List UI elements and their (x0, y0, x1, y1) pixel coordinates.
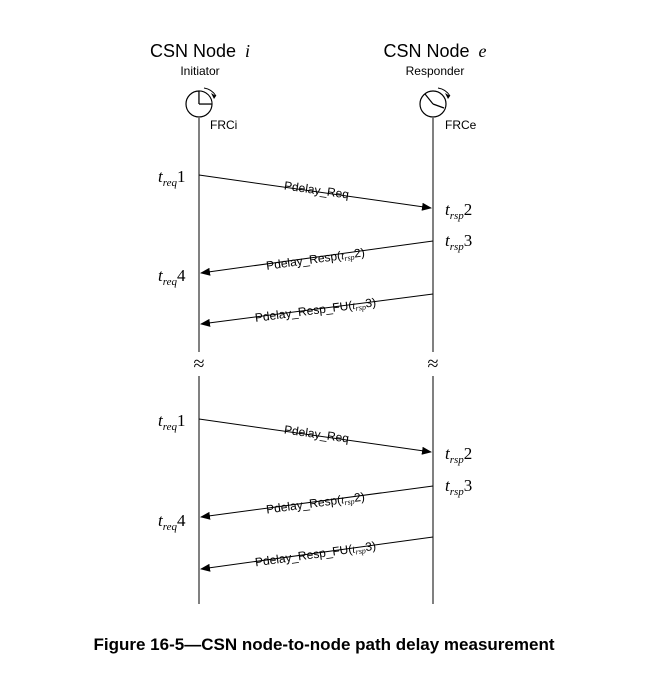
pdelay-req-arrow (198, 174, 432, 211)
pdelay-req-label: Pdelay_Req (283, 423, 350, 446)
left-node-id: i (245, 41, 250, 61)
left-node-header: CSN Node i Initiator (150, 41, 250, 78)
timestamp-treq4: treq4 (158, 266, 186, 288)
right-node-header: CSN Node e Responder (383, 41, 486, 78)
pdelay-resp-fu-label: Pdelay_Resp_FU(trsp3) (254, 539, 377, 571)
timestamp-trsp2: trsp2 (445, 200, 472, 222)
left-node-role: Initiator (180, 64, 219, 78)
svg-text:CSN Node i: CSN Node i (150, 41, 250, 61)
left-clock-icon (185, 87, 217, 118)
timestamp-trsp3: trsp3 (445, 476, 472, 498)
right-clock-icon (419, 87, 451, 118)
pdelay-resp-fu-label: Pdelay_Resp_FU(trsp3) (254, 295, 377, 326)
timestamp-trsp3: trsp3 (445, 231, 472, 253)
right-node-title: CSN Node (383, 41, 469, 61)
pdelay-resp-arrow (200, 485, 434, 520)
left-node-title: CSN Node (150, 41, 236, 61)
figure-caption: Figure 16-5—CSN node-to-node path delay … (93, 635, 555, 654)
exchange-1: treq1 Pdelay_Req trsp2 trsp3 Pdelay_Resp… (158, 167, 472, 327)
pdelay-resp-fu-arrow (200, 293, 434, 327)
pdelay-resp-label: Pdelay_Resp(trsp2) (265, 490, 365, 518)
right-node-id: e (479, 41, 487, 61)
pdelay-resp-label: Pdelay_Resp(trsp2) (265, 245, 365, 274)
exchange-2: treq1 Pdelay_Req trsp2 trsp3 Pdelay_Resp… (158, 411, 472, 572)
right-node-role: Responder (406, 64, 465, 78)
timestamp-treq4: treq4 (158, 511, 186, 533)
pdelay-resp-fu-arrow (200, 536, 434, 572)
pdelay-resp-arrow (200, 240, 434, 276)
right-clock-label: FRCe (445, 118, 477, 132)
left-break-mark: ≈ (194, 353, 205, 375)
right-break-mark: ≈ (428, 353, 439, 375)
pdelay-req-label: Pdelay_Req (283, 179, 350, 202)
svg-text:CSN Node e: CSN Node e (383, 41, 486, 61)
timestamp-treq1: treq1 (158, 411, 186, 433)
pdelay-req-arrow (198, 418, 432, 455)
timestamp-trsp2: trsp2 (445, 444, 472, 466)
left-clock-label: FRCi (210, 118, 237, 132)
timestamp-treq1: treq1 (158, 167, 186, 189)
